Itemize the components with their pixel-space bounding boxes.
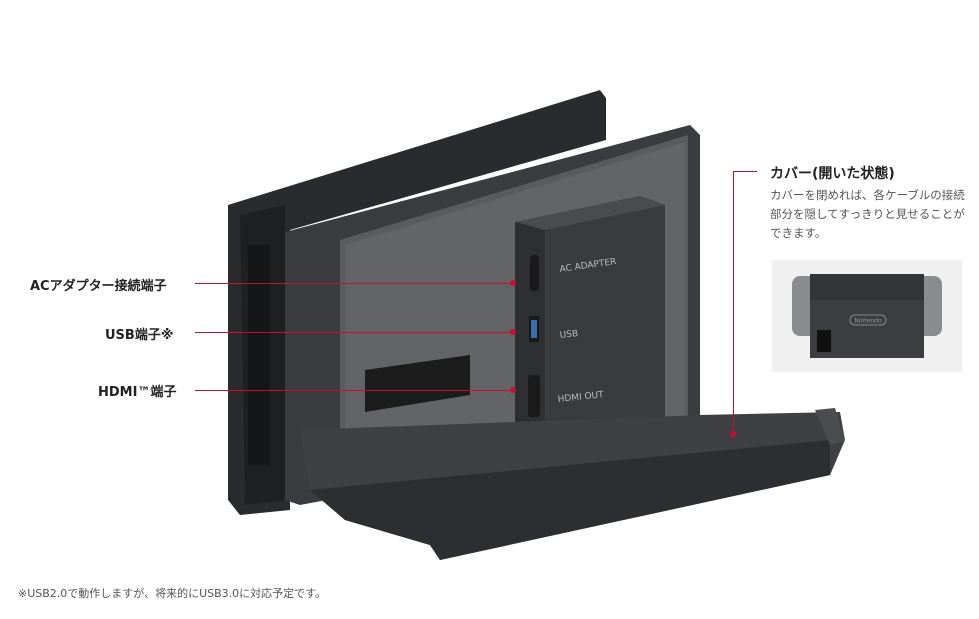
hdmi-port-label: HDMI™端子 [98, 385, 177, 400]
hdmi-marking: HDMI OUT [557, 390, 604, 405]
hdmi-pointer [510, 387, 516, 393]
ac-pointer [510, 280, 516, 286]
usb-pointer [510, 329, 516, 335]
usb-port-label: USB端子※ [105, 328, 174, 343]
cover-closed-thumbnail: Nintendo [772, 260, 962, 372]
usb-marking: USB [559, 329, 578, 341]
cover-description: カバーを閉めれば、各ケーブルの接続部分を隠してすっきりと見せることができます。 [770, 188, 965, 240]
footnote: ※USB2.0で動作しますが、将来的にUSB3.0に対応予定です。 [18, 587, 327, 600]
ac-adapter-port-label: ACアダプター接続端子 [30, 279, 167, 294]
port-panel [515, 196, 665, 448]
cover-pointer [730, 431, 736, 437]
nintendo-logo: Nintendo [854, 318, 882, 325]
dock-back-plate [228, 90, 606, 515]
cover-title: カバー(開いた状態) [770, 166, 895, 182]
